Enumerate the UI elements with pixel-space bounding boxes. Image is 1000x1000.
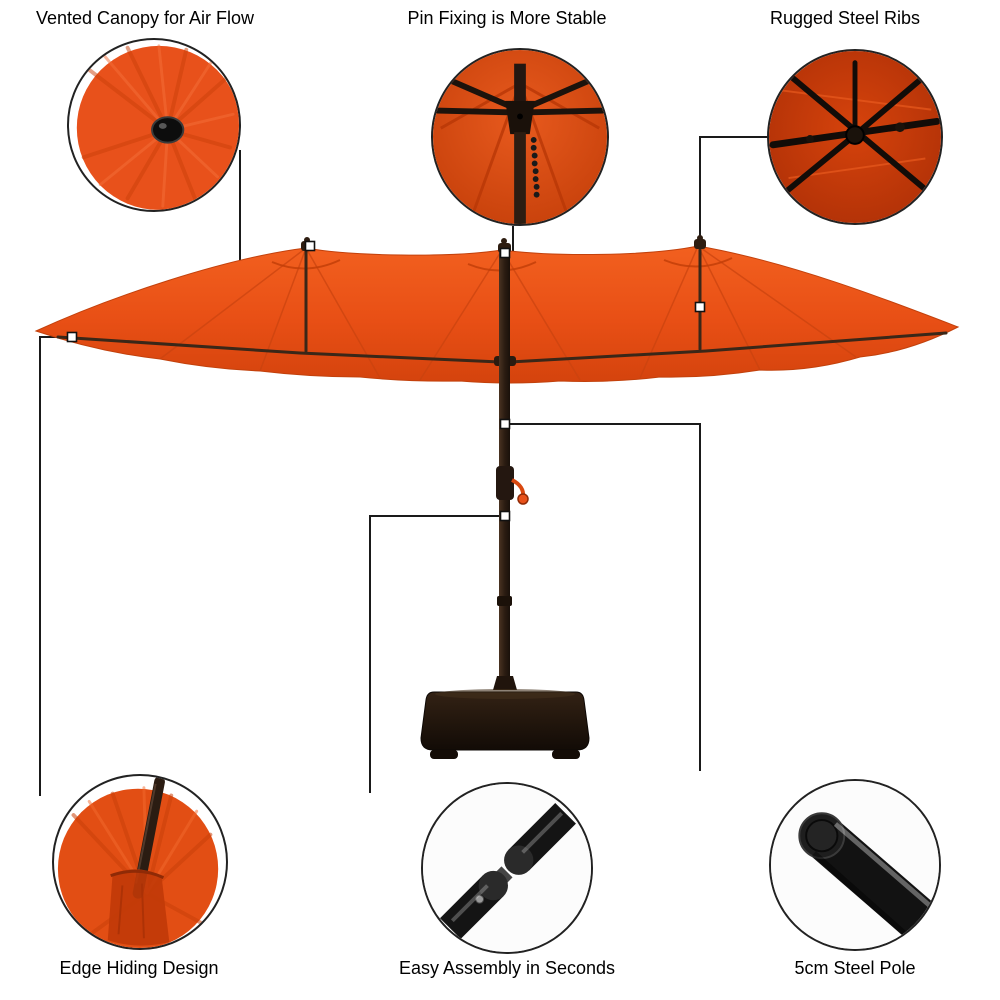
leader-lines — [39, 136, 768, 796]
steel-pole-photo — [771, 781, 939, 949]
callout-pin-fixing — [431, 48, 609, 226]
anchor-markers — [66, 240, 706, 522]
callout-steel-pole — [769, 779, 941, 951]
leader-edge — [39, 336, 72, 796]
label-steel-pole: 5cm Steel Pole — [794, 958, 916, 978]
umbrella-pole — [493, 252, 529, 690]
label-vented-canopy: Vented Canopy for Air Flow — [35, 8, 255, 28]
fabric-pocket — [107, 869, 170, 946]
callout-edge-hiding — [52, 774, 228, 950]
hub-pin-photo — [433, 50, 607, 224]
steel-ribs — [56, 248, 948, 364]
label-pin-fixing: Pin Fixing is More Stable — [407, 8, 607, 28]
crank-housing — [496, 466, 514, 500]
callout-vented-canopy — [67, 38, 241, 212]
edge-pocket-photo — [57, 776, 219, 948]
vent-grommet-photo — [76, 44, 239, 210]
pole-assembly-photo — [423, 784, 591, 952]
label-easy-assembly: Easy Assembly in Seconds — [398, 958, 616, 978]
label-edge-hiding: Edge Hiding Design — [59, 958, 219, 978]
hanging-chain — [530, 137, 540, 198]
umbrella-base — [420, 689, 590, 759]
rib-joint-photo — [769, 51, 941, 223]
leader-pole — [505, 423, 701, 771]
callout-steel-ribs — [767, 49, 943, 225]
umbrella-canopy — [34, 235, 960, 384]
callout-easy-assembly — [421, 782, 593, 954]
leader-assembly — [369, 515, 505, 793]
label-steel-ribs: Rugged Steel Ribs — [769, 8, 921, 28]
